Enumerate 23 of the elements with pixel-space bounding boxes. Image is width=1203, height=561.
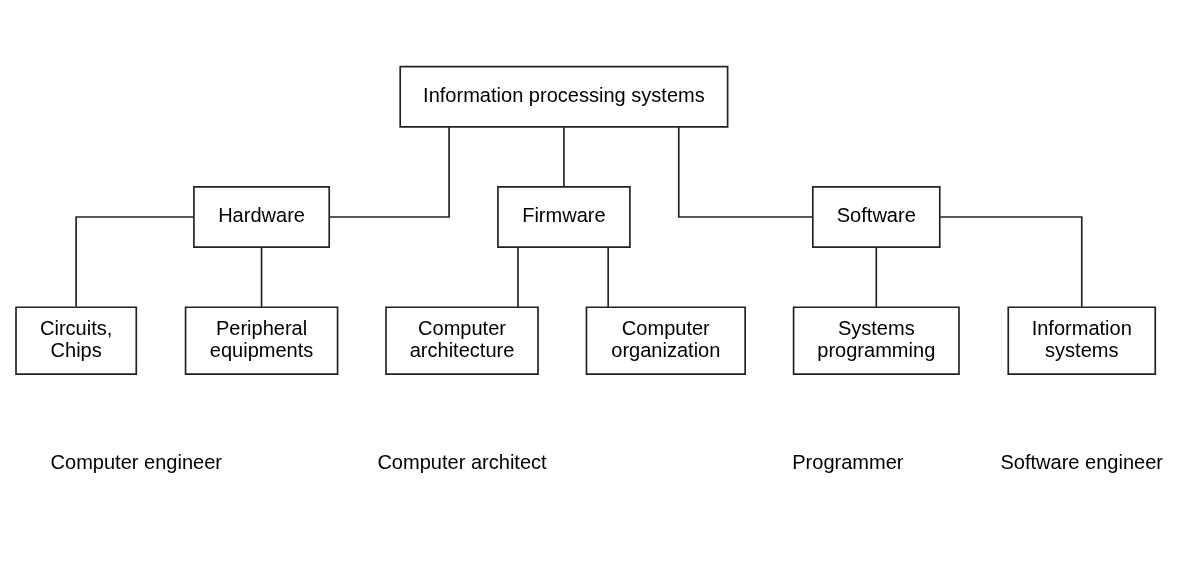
connector xyxy=(75,216,195,308)
label: Computer engineer xyxy=(50,451,223,474)
node-box: Systems programming xyxy=(792,306,960,375)
connector xyxy=(939,216,1083,308)
node-box: Software xyxy=(811,186,941,248)
node-box: Hardware xyxy=(193,186,331,248)
connector xyxy=(328,126,450,218)
label: Software engineer xyxy=(1000,451,1164,474)
label: Computer architect xyxy=(377,451,547,474)
connector xyxy=(563,126,565,188)
connector xyxy=(677,126,814,218)
connector xyxy=(260,246,263,308)
node-box: Circuits, Chips xyxy=(15,306,138,375)
node-box: Computer organization xyxy=(585,306,746,375)
node-box: Firmware xyxy=(497,186,631,248)
label: Programmer xyxy=(792,451,904,474)
connector xyxy=(517,246,519,308)
node-box: Information processing systems xyxy=(399,65,729,128)
connector xyxy=(875,246,878,308)
connector xyxy=(607,246,609,308)
node-box: Peripheral equipments xyxy=(184,306,339,375)
node-box: Information systems xyxy=(1007,306,1157,375)
node-box: Computer architecture xyxy=(385,306,539,375)
